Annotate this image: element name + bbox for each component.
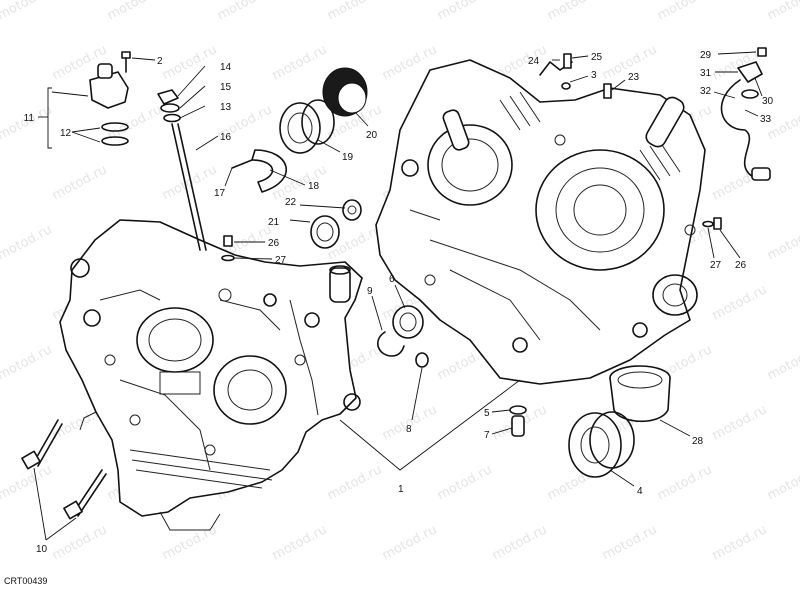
- watermark-text: motod.ru: [160, 42, 220, 83]
- callout-1: 1: [398, 484, 404, 495]
- callout-8: 8: [406, 424, 412, 435]
- callout-3: 3: [591, 70, 597, 81]
- fitting-parts-5-7: [509, 405, 527, 437]
- callout-30: 30: [762, 96, 774, 107]
- watermark-text: motod.ru: [655, 0, 715, 24]
- plug-stack-parts-13-16: [157, 89, 207, 251]
- circlip-part-9: [377, 331, 405, 357]
- callout-24: 24: [528, 56, 540, 67]
- bolt-part-2: [121, 51, 131, 73]
- watermark-text: motod.ru: [655, 462, 715, 503]
- watermark-text: motod.ru: [325, 462, 385, 503]
- bracket-parts-24-25: [539, 53, 612, 99]
- callout-12: 12: [60, 128, 72, 139]
- dowel-parts-26-27-right: [702, 217, 722, 230]
- callout-25: 25: [591, 52, 603, 63]
- callout-26-right: 26: [735, 260, 747, 271]
- sensor-assembly-parts-29-33: [720, 47, 771, 181]
- clamp-part-18: [231, 149, 288, 193]
- callout-22: 22: [285, 197, 297, 208]
- watermark-text: motod.ru: [0, 342, 55, 383]
- callout-6: 6: [389, 274, 395, 285]
- callout-19: 19: [342, 152, 354, 163]
- bearing-part-6: [392, 305, 424, 339]
- callout-11: 11: [24, 113, 35, 124]
- callout-32: 32: [700, 86, 712, 97]
- diagram-code: CRT00439: [4, 576, 47, 586]
- bearing-part-4: [568, 411, 635, 478]
- watermark-text: motod.ru: [380, 402, 440, 443]
- sleeve-part-28: [609, 365, 671, 422]
- callout-27-left: 27: [275, 255, 287, 266]
- callout-15: 15: [220, 82, 232, 93]
- callout-5: 5: [484, 408, 490, 419]
- watermark-text: motod.ru: [380, 522, 440, 563]
- watermark-text: motod.ru: [325, 0, 385, 24]
- callout-31: 31: [700, 68, 712, 79]
- watermark-text: motod.ru: [710, 522, 770, 563]
- callout-17: 17: [214, 188, 226, 199]
- watermark-text: motod.ru: [270, 42, 330, 83]
- callout-21: 21: [268, 217, 280, 228]
- bearing-part-21: [310, 199, 362, 249]
- watermark-text: motod.ru: [490, 522, 550, 563]
- callout-33: 33: [760, 114, 772, 125]
- watermark-text: motod.ru: [765, 0, 800, 24]
- leader-lines: [33, 51, 763, 541]
- callout-23: 23: [628, 72, 640, 83]
- callout-labels: 2 14 15 13 11 12 16 17 18 19 20 21 22 26…: [24, 50, 774, 555]
- callout-18: 18: [308, 181, 320, 192]
- watermark-text: motod.ru: [765, 342, 800, 383]
- left-crankcase-half: [59, 219, 363, 531]
- watermark-text: motod.ru: [765, 222, 800, 263]
- watermark-text: motod.ru: [710, 282, 770, 323]
- callout-9: 9: [367, 286, 373, 297]
- callout-10: 10: [36, 544, 48, 555]
- callout-26-left: 26: [268, 238, 280, 249]
- callout-28: 28: [692, 436, 704, 447]
- oring-part-8: [415, 352, 429, 368]
- callout-29: 29: [700, 50, 712, 61]
- callout-16: 16: [220, 132, 232, 143]
- watermark-text: motod.ru: [0, 0, 55, 24]
- callout-7: 7: [484, 430, 490, 441]
- watermark-text: motod.ru: [710, 402, 770, 443]
- bearing-part-19: [279, 99, 335, 154]
- watermark-text: motod.ru: [50, 162, 110, 203]
- callout-4: 4: [637, 486, 643, 497]
- watermark-text: motod.ru: [160, 162, 220, 203]
- callout-27-right: 27: [710, 260, 722, 271]
- watermark-text: motod.ru: [545, 0, 605, 24]
- bolts-part-10: [21, 419, 107, 520]
- watermark-text: motod.ru: [435, 0, 495, 24]
- callout-20: 20: [366, 130, 378, 141]
- watermark-text: motod.ru: [50, 522, 110, 563]
- watermark-text: motod.ru: [105, 0, 165, 24]
- callout-14: 14: [220, 62, 232, 73]
- callout-13: 13: [220, 102, 232, 113]
- watermark-text: motod.ru: [0, 222, 55, 263]
- watermark-text: motod.ru: [270, 522, 330, 563]
- sensor-housing-part-11: [89, 63, 129, 146]
- callout-2: 2: [157, 56, 163, 67]
- watermark-text: motod.ru: [215, 0, 275, 24]
- watermark-text: motod.ru: [600, 522, 660, 563]
- watermark-text: motod.ru: [765, 462, 800, 503]
- watermark-text: motod.ru: [435, 462, 495, 503]
- oil-seal-part-20: [322, 67, 368, 117]
- right-crankcase-half: [375, 59, 706, 385]
